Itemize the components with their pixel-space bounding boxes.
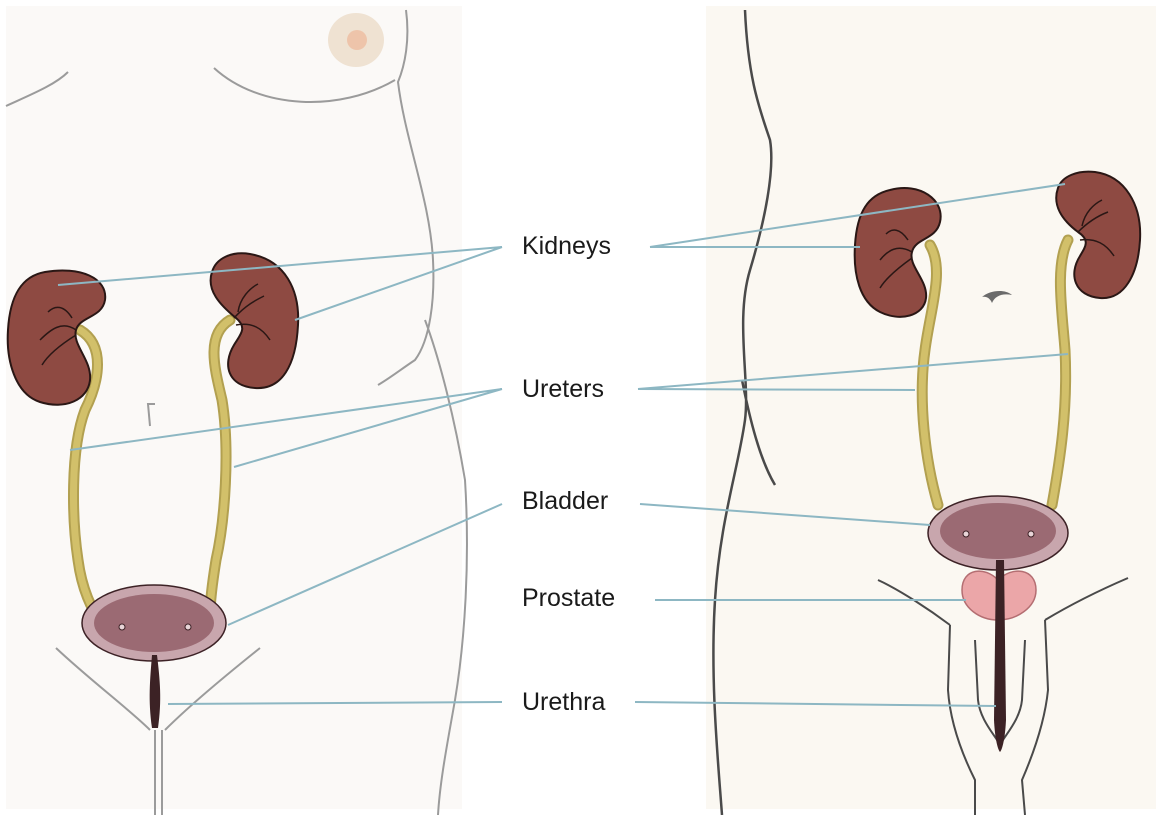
female-figure <box>6 6 467 815</box>
label-kidneys: Kidneys <box>522 234 611 259</box>
female-nipple <box>347 30 367 50</box>
male-skin-panel <box>706 6 1156 809</box>
label-urethra: Urethra <box>522 690 605 715</box>
female-ureter-orifice-left <box>119 624 125 630</box>
male-bladder-inner <box>940 503 1056 559</box>
label-bladder: Bladder <box>522 489 608 514</box>
female-skin-panel <box>6 6 462 809</box>
female-bladder-inner <box>94 594 214 652</box>
label-ureters: Ureters <box>522 377 604 402</box>
male-figure <box>706 6 1156 815</box>
label-prostate: Prostate <box>522 586 615 611</box>
male-ureter-orifice-left <box>963 531 969 537</box>
male-urethra <box>994 560 1006 752</box>
female-ureter-orifice-right <box>185 624 191 630</box>
male-ureter-orifice-right <box>1028 531 1034 537</box>
